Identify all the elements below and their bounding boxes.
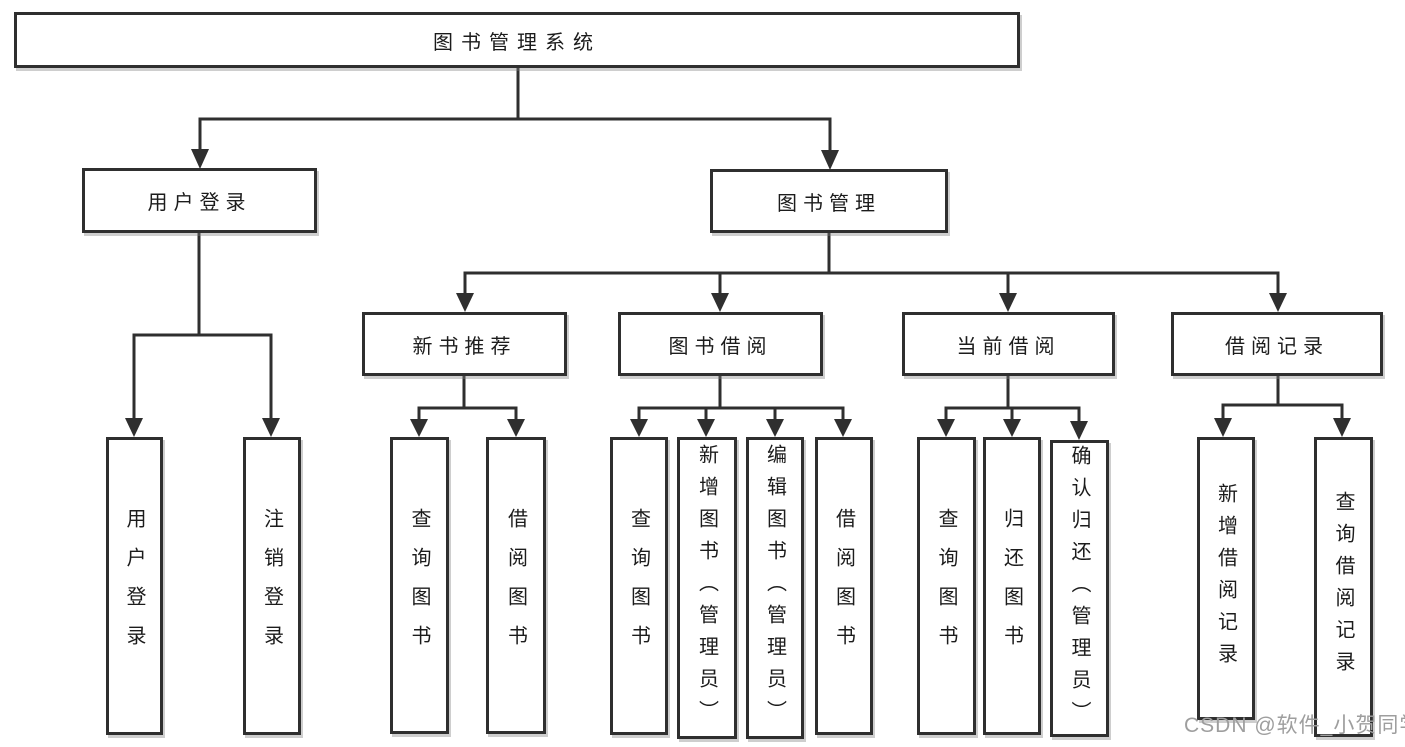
leaf-rec-query-book-label: 查询图书 [408, 507, 430, 664]
node-new-book-recommend: 新书推荐 [362, 312, 567, 376]
leaf-rec-borrow-book: 借阅图书 [486, 437, 546, 734]
node-book-management: 图书管理 [710, 169, 948, 233]
node-current-borrowing-label: 当前借阅 [956, 335, 1061, 358]
leaf-rec-borrow-book-label: 借阅图书 [504, 507, 527, 664]
leaf-cb-query-book-label: 查询图书 [935, 508, 957, 664]
node-root-label: 图书管理系统 [433, 31, 601, 54]
node-user-login: 用户登录 [82, 168, 317, 233]
leaf-br-add-record-label: 新增借阅记录 [1214, 482, 1237, 675]
node-book-borrowing: 图书借阅 [618, 312, 823, 376]
leaf-user-login: 用户登录 [106, 437, 163, 735]
leaf-cb-return-book: 归还图书 [983, 437, 1041, 735]
leaf-rec-query-book: 查询图书 [390, 437, 449, 734]
node-user-login-label: 用户登录 [147, 192, 252, 214]
node-book-borrowing-label: 图书借阅 [668, 335, 773, 358]
leaf-br-query-record-label: 查询借阅记录 [1332, 491, 1354, 683]
leaf-cb-confirm-return-admin-label: 确认归还（管理员） [1068, 444, 1090, 733]
csdn-watermark: CSDN @软件_小贺同学 [1184, 714, 1405, 737]
leaf-cb-return-book-label: 归还图书 [1000, 508, 1023, 664]
leaf-logout-label: 注销登录 [260, 508, 283, 664]
node-current-borrowing: 当前借阅 [902, 312, 1115, 376]
leaf-br-query-record: 查询借阅记录 [1314, 437, 1373, 737]
leaf-logout: 注销登录 [243, 437, 301, 735]
leaf-bb-borrow-book-label: 借阅图书 [832, 508, 855, 664]
leaf-bb-add-book-admin-label: 新增图书（管理员） [695, 444, 718, 732]
leaf-br-add-record: 新增借阅记录 [1197, 437, 1255, 720]
node-borrowing-records: 借阅记录 [1171, 312, 1383, 376]
leaf-bb-query-book: 查询图书 [610, 437, 668, 735]
leaf-cb-confirm-return-admin: 确认归还（管理员） [1050, 440, 1109, 737]
node-root: 图书管理系统 [14, 12, 1020, 68]
leaf-bb-borrow-book: 借阅图书 [815, 437, 873, 735]
node-new-book-recommend-label: 新书推荐 [412, 335, 517, 358]
leaf-cb-query-book: 查询图书 [917, 437, 976, 735]
node-book-management-label: 图书管理 [777, 192, 881, 215]
leaf-bb-edit-book-admin: 编辑图书（管理员） [746, 437, 804, 739]
leaf-bb-edit-book-admin-label: 编辑图书（管理员） [763, 444, 786, 732]
leaf-user-login-label: 用户登录 [123, 508, 145, 664]
leaf-bb-query-book-label: 查询图书 [627, 508, 650, 664]
node-borrowing-records-label: 借阅记录 [1225, 335, 1329, 358]
leaf-bb-add-book-admin: 新增图书（管理员） [677, 437, 737, 739]
